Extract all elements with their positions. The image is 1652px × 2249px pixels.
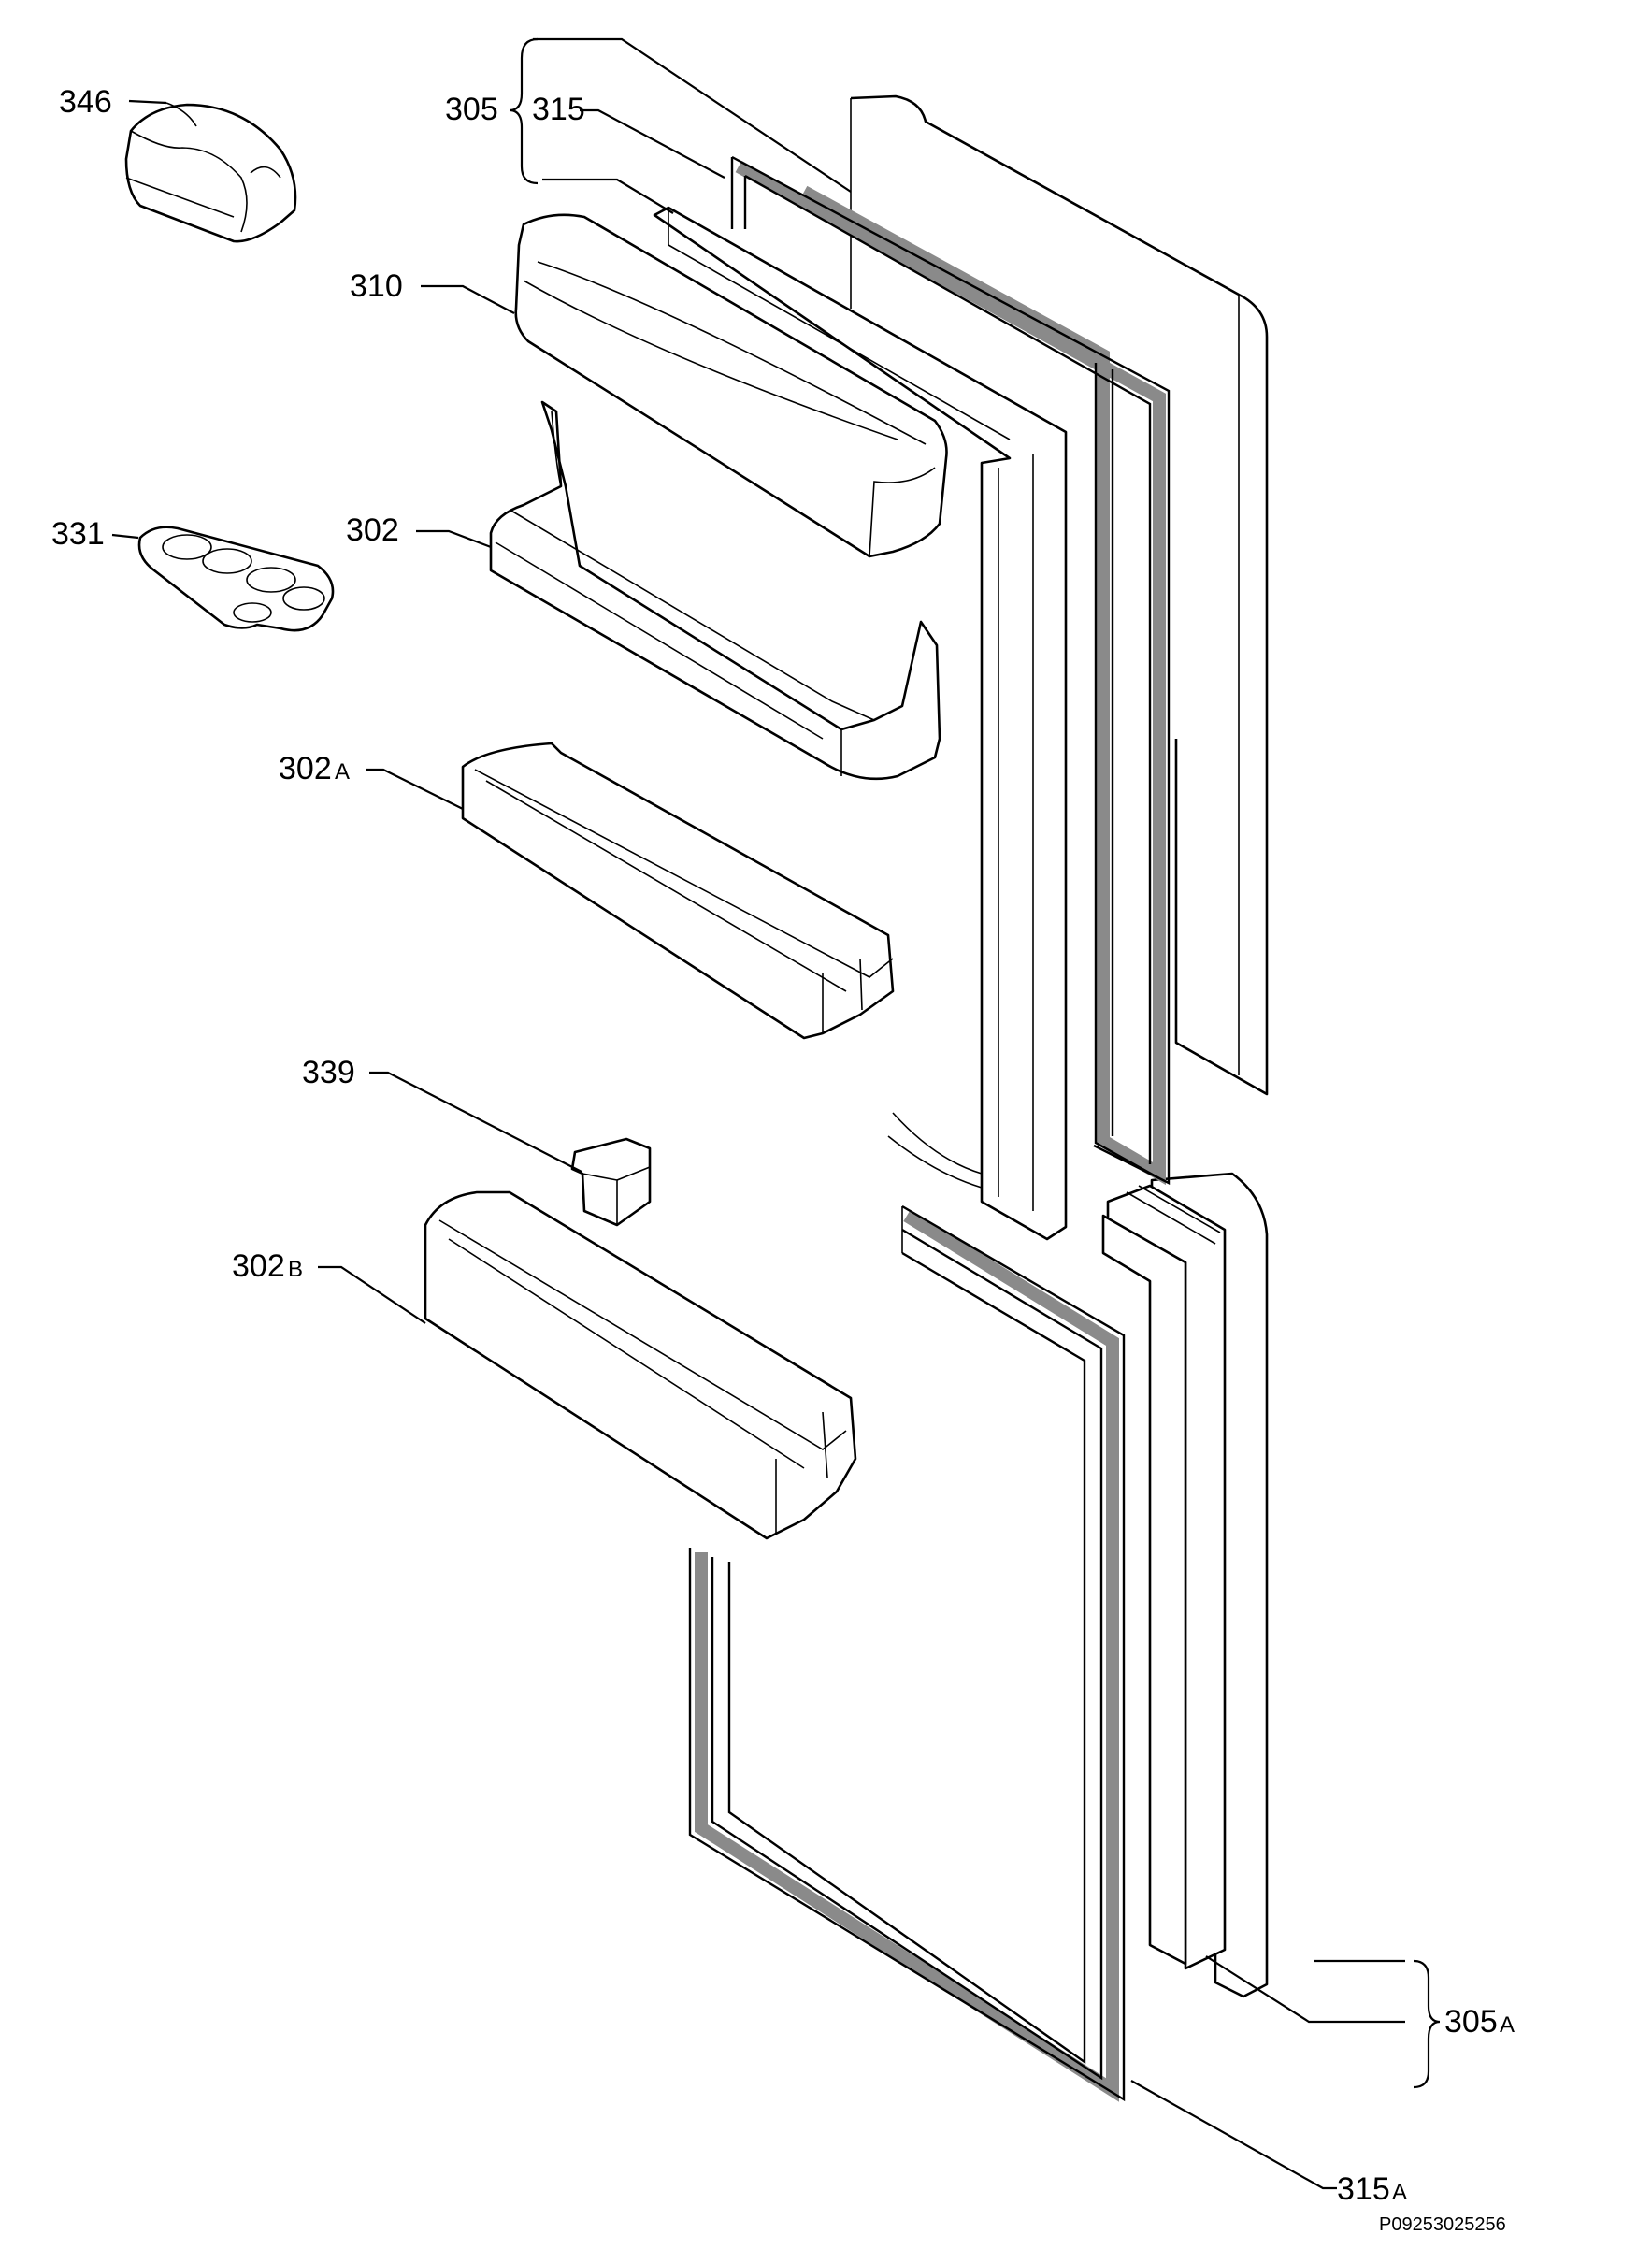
label-302B-suffix: B — [288, 1257, 303, 1282]
upper-door-liner — [653, 206, 1068, 1241]
part-302A-door-shelf — [461, 742, 895, 1040]
label-302B: 302 — [232, 1248, 285, 1284]
part-346-cover — [124, 102, 297, 243]
label-305A: 305 — [1444, 2004, 1498, 2040]
upper-door-gasket — [730, 155, 1171, 1186]
label-302A-suffix: A — [335, 759, 350, 785]
brace-305A-group — [1413, 1959, 1441, 2089]
upper-door-panel — [850, 94, 1269, 1096]
diagram-code: P09253025256 — [1379, 2214, 1506, 2235]
label-315A-suffix: A — [1392, 2180, 1407, 2205]
part-331-egg-tray — [137, 526, 335, 632]
label-331: 331 — [51, 516, 105, 552]
label-315: 315 — [532, 92, 585, 127]
label-302: 302 — [346, 512, 399, 548]
label-305A-suffix: A — [1500, 2012, 1515, 2038]
part-310-dairy-lid — [514, 213, 948, 558]
label-305: 305 — [445, 92, 498, 127]
part-302-door-shelf — [489, 400, 941, 781]
leader-lines — [111, 37, 1405, 2190]
part-labels: 346 305 315 310 331 302 302 A 339 302 B … — [51, 84, 1515, 2235]
label-346: 346 — [59, 84, 112, 120]
label-339: 339 — [302, 1055, 355, 1090]
lower-door-gasket — [688, 1204, 1126, 2102]
label-302A: 302 — [279, 751, 332, 786]
lower-door-panel — [1101, 1172, 1269, 1998]
label-315A: 315 — [1337, 2171, 1390, 2207]
brace-305-group — [509, 37, 539, 185]
part-302B-door-bin — [424, 1190, 857, 1540]
label-310: 310 — [350, 268, 403, 304]
part-339-clip — [570, 1137, 652, 1227]
